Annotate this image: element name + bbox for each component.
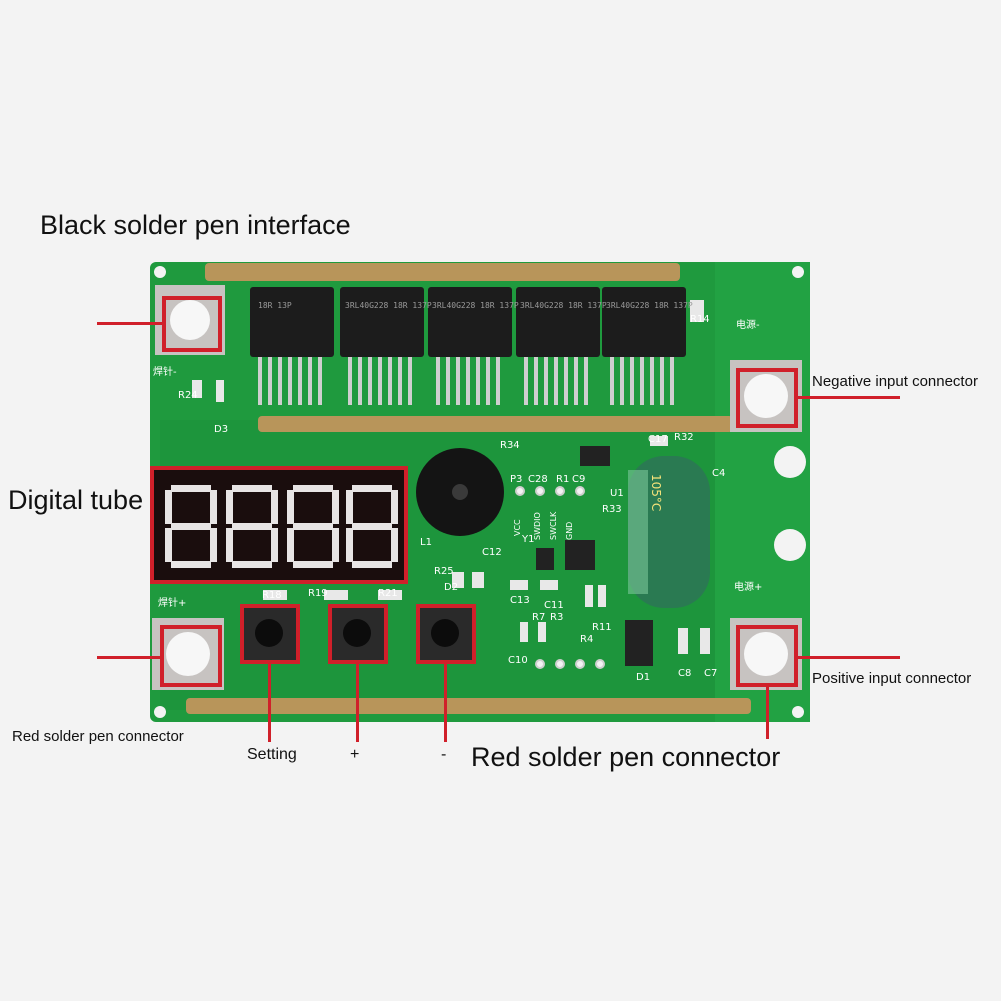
label-red-pen-bottom: Red solder pen connector xyxy=(471,742,781,772)
header-pins xyxy=(515,486,605,669)
silk-r4: R4 xyxy=(580,634,593,645)
silk-p3: P3 xyxy=(510,474,522,485)
silk-u1: U1 xyxy=(610,488,624,499)
silk-c10: C10 xyxy=(508,655,528,666)
copper-bar-middle xyxy=(258,416,733,432)
silk-r7: R7 xyxy=(532,612,545,623)
leader-plus xyxy=(356,664,359,742)
silk-r33: R33 xyxy=(602,504,622,515)
silk-d2: D2 xyxy=(444,582,458,593)
silk-r32: R32 xyxy=(674,432,694,443)
silk-c4: C4 xyxy=(712,468,725,479)
mosfet-text-4: 3RL40G228 18R 137P xyxy=(520,301,607,310)
silk-y1: Y1 xyxy=(521,534,534,545)
silk-hanzhen-bottom: 焊针+ xyxy=(158,596,186,609)
button-plus-switch[interactable] xyxy=(328,604,386,662)
highlight-setting-button xyxy=(240,604,300,664)
silk-r3: R3 xyxy=(550,612,563,623)
silk-c28: C28 xyxy=(528,474,548,485)
label-minus: - xyxy=(441,746,447,763)
silk-r18: R18 xyxy=(262,590,282,601)
leader-negative-input xyxy=(798,396,900,399)
silk-l1: L1 xyxy=(420,537,432,548)
silk-vcc: VCC xyxy=(513,519,522,536)
silk-c17: C17 xyxy=(648,434,668,445)
highlight-plus-button xyxy=(328,604,388,664)
label-digital-tube: Digital tube xyxy=(8,485,144,515)
button-setting-switch[interactable] xyxy=(240,604,298,662)
silk-swdio: SWDIO xyxy=(533,512,542,540)
mount-hole xyxy=(792,706,804,718)
silk-c8: C8 xyxy=(678,668,691,679)
silk-d1: D1 xyxy=(636,672,650,683)
highlight-minus-button xyxy=(416,604,476,664)
silk-r24: R24 xyxy=(178,390,198,401)
leader-positive-input xyxy=(798,656,900,659)
highlight-red-pen xyxy=(160,625,222,687)
silk-d3: D3 xyxy=(214,424,228,435)
silk-gnd: GND xyxy=(565,522,574,540)
microcontroller xyxy=(565,540,595,570)
label-setting: Setting xyxy=(247,746,297,763)
silk-r19: R19 xyxy=(308,588,328,599)
silk-c12: C12 xyxy=(482,547,502,558)
electrolytic-capacitor xyxy=(628,456,710,608)
leader-black-pen xyxy=(97,322,162,325)
leader-minus xyxy=(444,664,447,742)
label-positive-input: Positive input connector xyxy=(812,670,972,687)
mosfet-row xyxy=(250,287,686,405)
silk-r1: R1 xyxy=(556,474,569,485)
silk-r11: R11 xyxy=(592,622,612,633)
highlight-digital-tube xyxy=(150,466,408,584)
label-negative-input: Negative input connector xyxy=(812,373,978,390)
leader-red-pen xyxy=(97,656,160,659)
silk-c9: C9 xyxy=(572,474,585,485)
button-minus-switch[interactable] xyxy=(416,604,474,662)
silk-c13: C13 xyxy=(510,595,530,606)
label-black-pen-interface: Black solder pen interface xyxy=(40,210,351,240)
silk-c7: C7 xyxy=(704,668,717,679)
leader-setting xyxy=(268,664,271,742)
silk-power-pos: 电源+ xyxy=(734,580,762,593)
leader-red-pen-bottom xyxy=(766,687,769,739)
label-plus: + xyxy=(350,746,360,763)
capacitor-rating: 105°C xyxy=(649,474,663,511)
label-red-pen-left: Red solder pen connector xyxy=(12,728,184,745)
silk-r25: R25 xyxy=(434,566,454,577)
mosfet-text-2: 3RL40G228 18R 137P xyxy=(345,301,432,310)
smd-components xyxy=(192,300,710,654)
mount-hole xyxy=(154,706,166,718)
highlight-positive-input xyxy=(736,625,798,687)
copper-bar-top xyxy=(205,263,680,281)
silk-swclk: SWCLK xyxy=(549,511,558,540)
silk-power-neg: 电源- xyxy=(736,318,760,331)
silk-hanzhen-top: 焊针- xyxy=(153,365,177,378)
silk-r14: R14 xyxy=(690,314,710,325)
seven-segment-digits xyxy=(165,485,398,568)
mount-hole xyxy=(154,266,166,278)
silk-r34: R34 xyxy=(500,440,520,451)
mosfet-text-5: 3RL40G228 18R 137P xyxy=(606,301,693,310)
silk-r21: R21 xyxy=(378,588,398,599)
copper-bar-bottom xyxy=(186,698,751,714)
highlight-black-pen xyxy=(162,296,222,352)
highlight-negative-input xyxy=(736,368,798,428)
silk-c11: C11 xyxy=(544,600,564,611)
mosfet-text-3: 3RL40G228 18R 137P xyxy=(432,301,519,310)
mount-hole xyxy=(792,266,804,278)
mosfet-text-1: 18R 13P xyxy=(258,301,292,310)
